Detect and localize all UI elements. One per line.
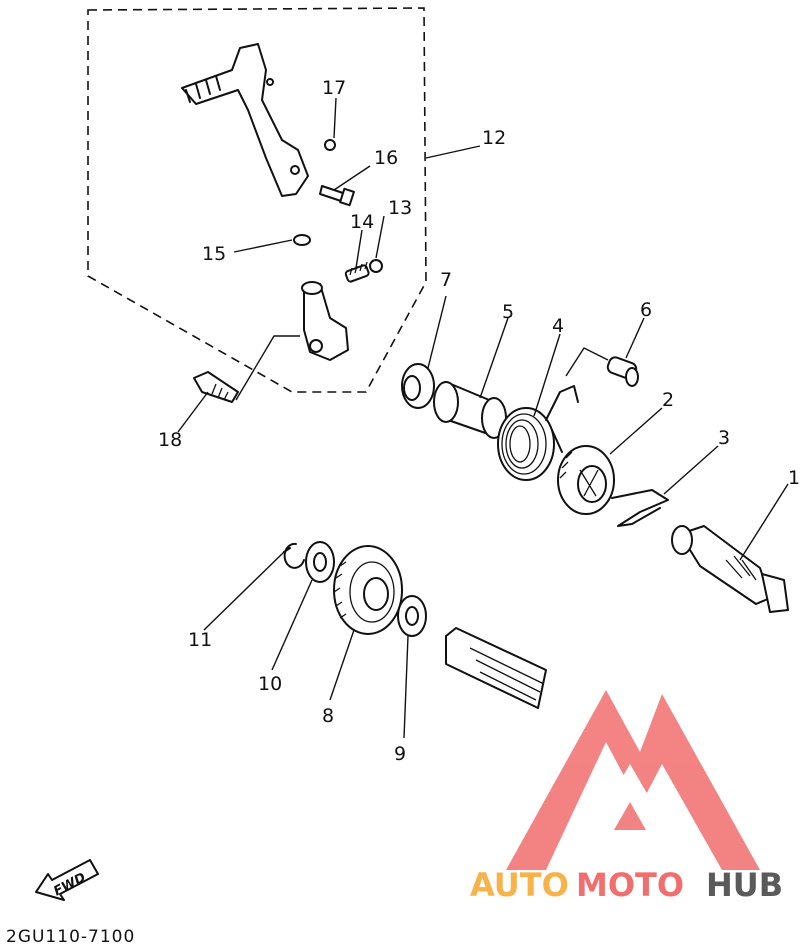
part-17-ball <box>324 139 336 151</box>
callout-9: 9 <box>394 743 406 765</box>
diagram-code: 2GU110-7100 <box>6 927 135 947</box>
callout-3: 3 <box>718 427 730 449</box>
callout-6: 6 <box>640 299 652 321</box>
part-9-washer <box>397 595 427 637</box>
part-18-bolt <box>193 371 239 403</box>
part-12-kick-crank <box>181 43 309 197</box>
watermark-moto: MOTO <box>576 866 684 904</box>
part-12-boss <box>301 281 349 361</box>
part-5-collar <box>433 381 507 439</box>
callout-17: 17 <box>322 77 346 99</box>
watermark-auto: AUTO <box>470 866 569 904</box>
fwd-arrow-icon: FWD <box>35 859 99 901</box>
part-1-kick-axle <box>671 525 789 613</box>
assembly-boundary <box>87 7 427 393</box>
callout-2: 2 <box>662 389 674 411</box>
watermark-text: AUTO MOTO HUB <box>470 866 783 904</box>
part-13-ball <box>369 259 383 273</box>
callout-12: 12 <box>482 127 506 149</box>
callout-1: 1 <box>788 467 800 489</box>
part-10-washer <box>305 541 335 583</box>
main-shaft <box>445 627 547 709</box>
callout-5: 5 <box>502 301 514 323</box>
part-14-spring <box>344 261 370 283</box>
part-6-pin <box>606 356 639 387</box>
callout-8: 8 <box>322 705 334 727</box>
watermark-logo <box>506 690 760 870</box>
callout-13: 13 <box>388 197 412 219</box>
callout-15: 15 <box>202 243 226 265</box>
part-7-bearing <box>401 363 435 409</box>
part-2-ratchet <box>557 445 615 515</box>
part-3-clip <box>611 489 669 527</box>
part-15-oring <box>293 234 311 246</box>
callout-labels: 1 2 3 4 5 6 7 8 9 10 11 12 13 14 15 16 1… <box>158 77 800 765</box>
leader-lines <box>177 97 789 739</box>
callout-16: 16 <box>374 147 398 169</box>
callout-14: 14 <box>350 211 374 233</box>
callout-18: 18 <box>158 429 182 451</box>
callout-11: 11 <box>188 629 212 651</box>
part-8-idle-gear <box>333 545 403 635</box>
part-16-bolt <box>319 185 355 207</box>
callout-10: 10 <box>258 673 282 695</box>
watermark-hub: HUB <box>706 866 783 904</box>
part-11-circlip <box>283 542 305 569</box>
callout-4: 4 <box>552 315 564 337</box>
part-4-spring <box>497 385 579 481</box>
callout-7: 7 <box>440 269 452 291</box>
